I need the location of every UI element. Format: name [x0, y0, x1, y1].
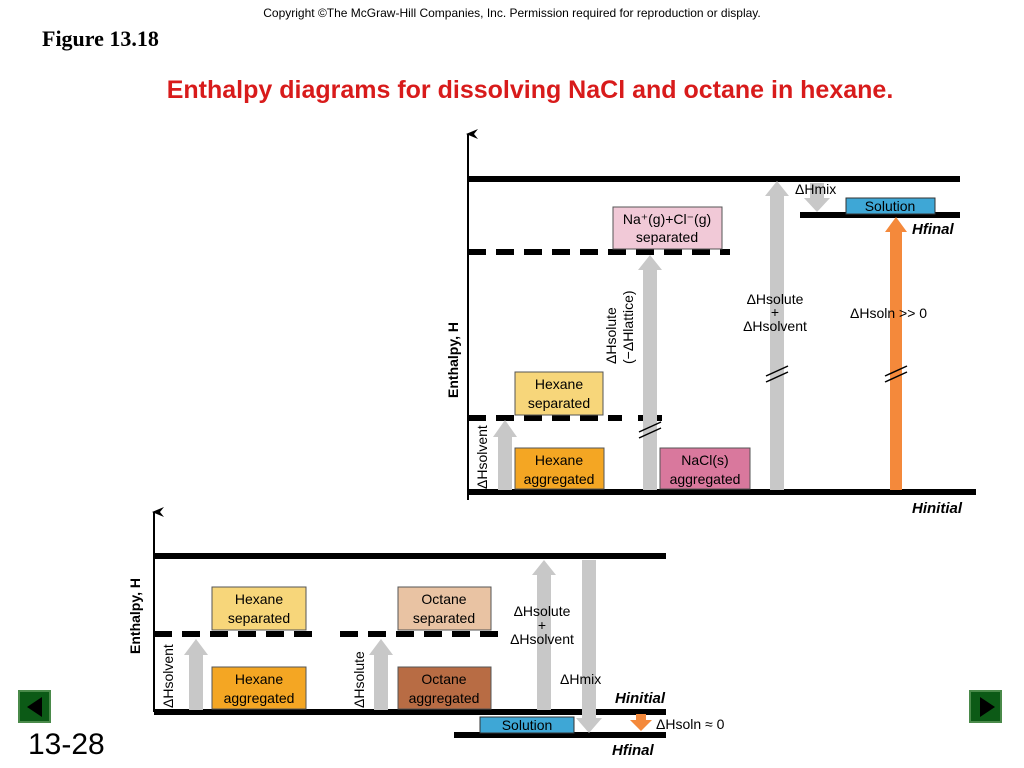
dh-soln-arrow — [630, 714, 652, 731]
dh-solvent-arrow — [184, 639, 208, 710]
octane-separated-label: Octane — [421, 591, 466, 607]
slide-title: Enthalpy diagrams for dissolving NaCl an… — [166, 76, 894, 104]
dh-sum-label-3: ΔHsolvent — [743, 318, 807, 334]
y-axis-label: Enthalpy, H — [127, 578, 143, 654]
octane-separated-sublabel: separated — [413, 610, 475, 626]
dh-sum-label-1: ΔHsolute — [514, 603, 571, 619]
dh-sum-label-1: ΔHsolute — [747, 291, 804, 307]
y-axis-label: Enthalpy, H — [445, 322, 461, 398]
figure-label: Figure 13.18 — [42, 26, 159, 51]
dh-soln-label: ΔHsoln ≈ 0 — [656, 716, 725, 732]
arrow-right-icon — [980, 697, 995, 717]
dh-solute-arrow — [369, 639, 393, 710]
h-initial-label: Hinitial — [912, 500, 963, 517]
octane-aggregated-label: Octane — [421, 671, 466, 687]
dh-soln-arrow — [885, 217, 907, 490]
dh-solvent-arrow — [493, 420, 517, 490]
h-initial-label: Hinitial — [615, 690, 666, 707]
dh-solute-label: ΔHsolute — [351, 651, 367, 708]
hexane-separated-sublabel: separated — [228, 610, 290, 626]
slide-number: 13-28 — [28, 728, 105, 761]
axis-break — [638, 421, 662, 433]
hexane-aggregated-sublabel: aggregated — [224, 690, 295, 706]
hexane-aggregated-sublabel: aggregated — [524, 471, 595, 487]
dh-mix-label: ΔHmix — [795, 181, 836, 197]
dh-lattice-label: (−ΔHlattice) — [620, 290, 636, 364]
dh-sum-arrow — [532, 560, 556, 710]
hexane-aggregated-box — [211, 666, 307, 710]
dh-sum-label-2: + — [538, 617, 546, 633]
hexane-separated-label: Hexane — [535, 376, 583, 392]
dh-sum-arrow — [765, 181, 789, 490]
next-slide-button[interactable] — [969, 690, 1002, 723]
nacl-aggregated-box — [659, 447, 751, 490]
axis-break — [638, 427, 662, 439]
axis-break — [765, 371, 789, 383]
dh-sum-label-2: + — [771, 304, 779, 320]
nacl-aggregated-sublabel: aggregated — [670, 471, 741, 487]
axis-break — [884, 371, 908, 383]
nacl-aggregated-label: NaCl(s) — [681, 452, 728, 468]
solution-box — [845, 197, 936, 215]
ions-separated-box — [612, 206, 723, 250]
arrow-left-icon — [27, 697, 42, 717]
dh-mix-arrow — [804, 183, 830, 212]
dh-solvent-label: ΔHsolvent — [474, 425, 490, 489]
dh-soln-label: ΔHsoln >> 0 — [850, 305, 927, 321]
ions-separated-label: Na⁺(g)+Cl⁻(g) — [623, 211, 711, 227]
octane-diagram: Enthalpy, H Hexane separated Octane sepa… — [120, 506, 725, 764]
h-final-label: Hfinal — [912, 221, 955, 238]
dh-solute-arrow — [638, 255, 662, 490]
solution-label: Solution — [865, 198, 916, 214]
hexane-aggregated-label: Hexane — [535, 452, 583, 468]
solution-box — [479, 716, 575, 734]
hexane-aggregated-label: Hexane — [235, 671, 283, 687]
dh-mix-arrow — [576, 560, 602, 733]
copyright-notice: Copyright ©The McGraw-Hill Companies, In… — [263, 6, 761, 20]
axis-break — [765, 365, 789, 377]
hexane-separated-box — [514, 371, 604, 416]
octane-separated-box — [397, 586, 492, 631]
dh-mix-label: ΔHmix — [560, 671, 601, 687]
octane-aggregated-box — [397, 666, 492, 710]
h-final-label: Hfinal — [612, 742, 655, 759]
axis-break — [884, 365, 908, 377]
hexane-separated-label: Hexane — [235, 591, 283, 607]
dh-sum-label-3: ΔHsolvent — [510, 631, 574, 647]
nacl-diagram: Enthalpy, H Na⁺(g)+Cl⁻(g) separated Hexa… — [432, 122, 988, 517]
ions-separated-sublabel: separated — [636, 229, 698, 245]
hexane-separated-box — [211, 586, 307, 631]
dh-solvent-label: ΔHsolvent — [160, 644, 176, 708]
octane-aggregated-sublabel: aggregated — [409, 690, 480, 706]
hexane-aggregated-box — [514, 447, 605, 490]
solution-label: Solution — [502, 717, 553, 733]
previous-slide-button[interactable] — [18, 690, 51, 723]
dh-solute-label: ΔHsolute — [603, 307, 619, 364]
hexane-separated-sublabel: separated — [528, 395, 590, 411]
